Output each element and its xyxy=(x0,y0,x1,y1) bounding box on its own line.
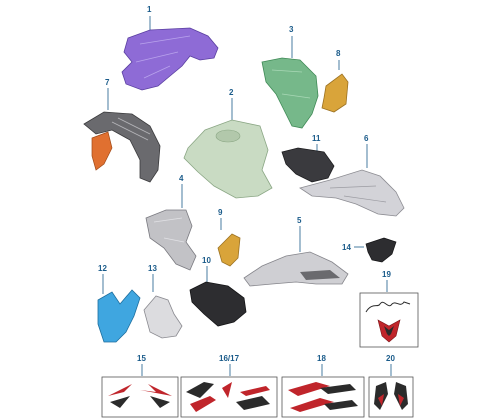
callout-20: 20 xyxy=(386,354,395,363)
callout-13: 13 xyxy=(148,264,157,273)
callout-1: 1 xyxy=(147,5,152,14)
part-4-side-fairing[interactable]: 4 xyxy=(145,174,197,271)
callout-6: 6 xyxy=(364,134,369,143)
decal-box-15 xyxy=(101,376,179,418)
callout-18: 18 xyxy=(317,354,326,363)
part-10-shape xyxy=(189,281,247,327)
part-14-clip[interactable]: 14 xyxy=(342,237,397,263)
part-8-bracket[interactable]: 8 xyxy=(321,49,349,113)
callout-16-17: 16/17 xyxy=(219,354,240,363)
callout-15: 15 xyxy=(137,354,146,363)
callout-19: 19 xyxy=(382,270,391,279)
part-5-seat-cowl[interactable]: 5 xyxy=(243,216,349,287)
part-11-cowl[interactable]: 11 xyxy=(281,134,335,183)
callout-7: 7 xyxy=(105,78,110,87)
part-9-bracket[interactable]: 9 xyxy=(217,208,241,267)
part-12-shape xyxy=(97,289,141,343)
part-19-decal-set[interactable]: 19 xyxy=(359,270,419,348)
part-2-shape xyxy=(183,119,273,199)
part-5-shape xyxy=(243,251,349,287)
decal-box-18 xyxy=(281,376,365,418)
part-1-front-fender[interactable]: 1 xyxy=(121,5,219,91)
part-10-under-cowl[interactable]: 10 xyxy=(189,256,247,327)
part-2-tank-cover[interactable]: 2 xyxy=(183,88,273,199)
callout-5: 5 xyxy=(297,216,302,225)
part-13-grey-cover[interactable]: 13 xyxy=(143,264,183,339)
callout-14: 14 xyxy=(342,243,351,252)
part-8-shape xyxy=(321,73,349,113)
callout-3: 3 xyxy=(289,25,294,34)
part-16-17-decal-set[interactable]: 16/17 xyxy=(180,354,278,418)
callout-12: 12 xyxy=(98,264,107,273)
part-9-shape xyxy=(217,233,241,267)
callout-10: 10 xyxy=(202,256,211,265)
part-3-side-panel[interactable]: 3 xyxy=(261,25,319,129)
part-15-decal-set[interactable]: 15 xyxy=(101,354,179,418)
callout-4: 4 xyxy=(179,174,184,183)
part-20-decal-set[interactable]: 20 xyxy=(368,354,414,418)
part-1-shape xyxy=(121,27,219,91)
part-12-blue-panel[interactable]: 12 xyxy=(97,264,141,343)
decal-19-script xyxy=(365,301,411,313)
part-18-decal-set[interactable]: 18 xyxy=(281,354,365,418)
callout-9: 9 xyxy=(218,208,223,217)
part-7-rear-fender[interactable]: 7 xyxy=(83,78,161,183)
callout-8: 8 xyxy=(336,49,341,58)
part-14-shape xyxy=(365,237,397,263)
part-6-shape xyxy=(299,169,405,217)
part-3-shape xyxy=(261,57,319,129)
part-13-shape xyxy=(143,295,183,339)
callout-2: 2 xyxy=(229,88,234,97)
part-7-accent xyxy=(91,131,113,171)
callout-11: 11 xyxy=(312,134,321,143)
part-11-shape xyxy=(281,147,335,183)
part-6-tail-cover[interactable]: 6 xyxy=(299,134,405,217)
part-4-shape xyxy=(145,209,197,271)
